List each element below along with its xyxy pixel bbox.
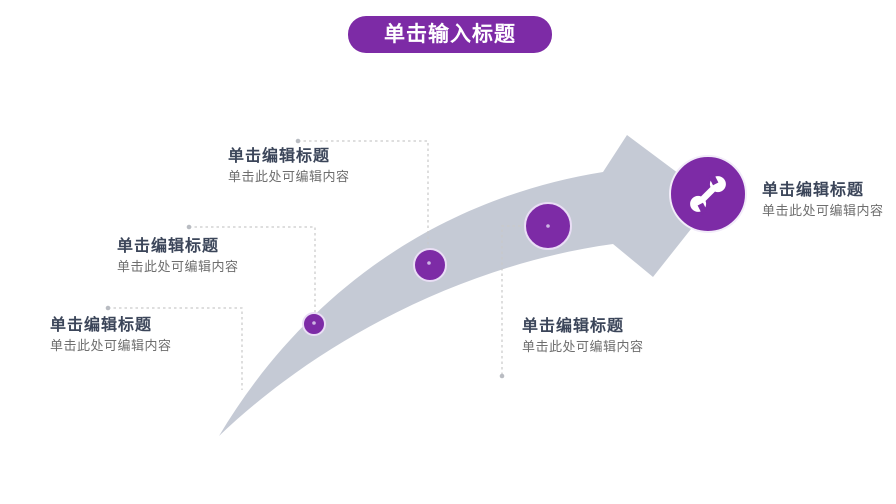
wrench-icon — [690, 173, 726, 215]
connector-step-a — [298, 140, 429, 262]
step-title: 单击编辑标题 — [117, 236, 220, 255]
step-text-4[interactable]: 单击编辑标题 单击此处可编辑内容 — [522, 316, 644, 356]
connector-dot-b — [186, 224, 192, 230]
step-body: 单击此处可编辑内容 — [762, 204, 884, 219]
step-node-2 — [413, 248, 447, 282]
connector-dot-c — [105, 305, 111, 311]
connector-step-c — [108, 307, 243, 390]
node-center-dot-3 — [546, 224, 550, 228]
step-body: 单击此处可编辑内容 — [522, 340, 644, 355]
step-text-5[interactable]: 单击编辑标题 单击此处可编辑内容 — [762, 180, 884, 220]
step-body: 单击此处可编辑内容 — [50, 339, 172, 354]
connector-dot-d — [499, 373, 505, 379]
step-title: 单击编辑标题 — [50, 315, 153, 334]
growth-arrow-shape — [219, 135, 714, 436]
step-body: 单击此处可编辑内容 — [117, 260, 239, 275]
connector-step-d — [501, 225, 548, 374]
step-title: 单击编辑标题 — [762, 180, 865, 199]
connector-dot-a — [295, 138, 301, 144]
step-text-2[interactable]: 单击编辑标题 单击此处可编辑内容 — [117, 236, 239, 276]
node-center-dot-1 — [312, 321, 316, 325]
step-body: 单击此处可编辑内容 — [228, 170, 350, 185]
step-text-1[interactable]: 单击编辑标题 单击此处可编辑内容 — [228, 146, 350, 186]
step-title: 单击编辑标题 — [228, 146, 331, 165]
step-title: 单击编辑标题 — [522, 316, 625, 335]
slide-title-text: 单击输入标题 — [384, 22, 516, 46]
node-center-dot-2 — [427, 261, 431, 265]
step-text-3[interactable]: 单击编辑标题 单击此处可编辑内容 — [50, 315, 172, 355]
slide-title-banner[interactable]: 单击输入标题 — [348, 16, 552, 53]
